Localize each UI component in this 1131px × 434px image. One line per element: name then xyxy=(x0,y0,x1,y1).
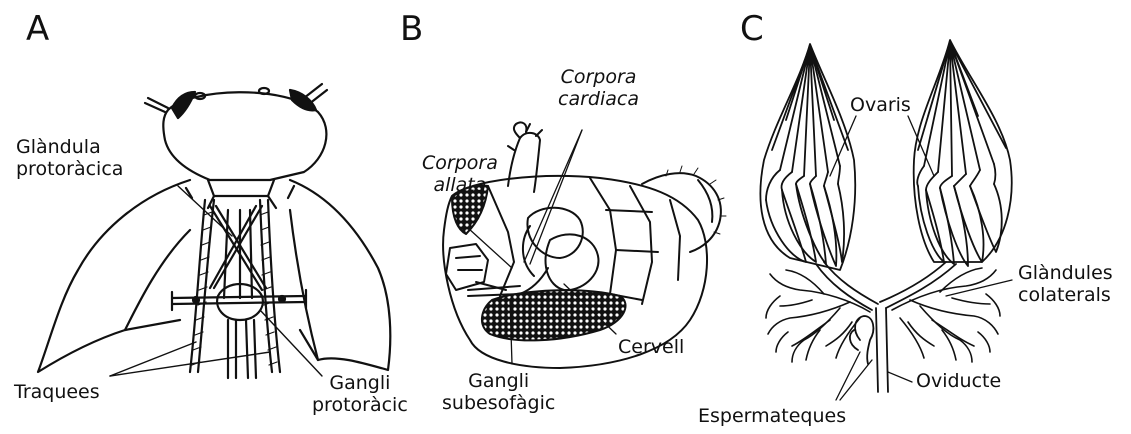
leader-cardiaca-1 xyxy=(524,130,582,262)
label-oviduct: Oviducte xyxy=(916,370,1001,392)
label-corpora-allata: Corpora allata xyxy=(422,152,498,196)
label-tracheae: Traquees xyxy=(14,381,100,403)
leader-sperm-2 xyxy=(840,360,872,400)
label-allata-line2: allata xyxy=(422,174,498,196)
common-oviduct xyxy=(876,308,888,392)
label-collateral-glands: Glàndules colaterals xyxy=(1018,262,1113,306)
label-gland-line1: Glàndula xyxy=(16,136,123,158)
trachea-left-outer xyxy=(190,200,205,372)
label-spermathecae: Espermateques xyxy=(698,405,846,427)
label-brain: Cervell xyxy=(618,336,684,358)
panel-c-drawing xyxy=(720,0,1131,434)
left-ovary xyxy=(760,44,855,270)
pronotum-right xyxy=(290,180,390,370)
label-allata-line1: Corpora xyxy=(422,152,498,174)
label-subesophageal-ganglion: Gangli subesofàgic xyxy=(442,370,555,414)
gland-cross-b xyxy=(214,206,262,288)
left-antenna xyxy=(145,98,168,112)
label-sub-line1: Gangli xyxy=(442,370,555,392)
left-eye xyxy=(172,92,195,118)
label-glands-line2: colaterals xyxy=(1018,284,1113,306)
panel-c: C xyxy=(720,0,1131,434)
leader-sperm-1 xyxy=(836,352,860,400)
panel-a: A xyxy=(0,0,400,434)
brain-lobe-2 xyxy=(546,234,599,290)
ocellus-right xyxy=(259,88,269,94)
subesophageal-region xyxy=(482,290,626,340)
label-gland-line2: protoràcica xyxy=(16,158,123,180)
antenna-stump xyxy=(508,133,540,192)
label-ovaries: Ovaris xyxy=(850,94,911,116)
leader-allata xyxy=(468,228,512,268)
neck xyxy=(208,180,274,196)
label-gland: Glàndula protoràcica xyxy=(16,136,123,180)
collateral-gland-right xyxy=(892,268,1000,362)
label-cardiaca-line1: Corpora xyxy=(558,66,639,88)
leader-cardiaca-2 xyxy=(530,130,582,264)
label-cardiaca-line2: cardiaca xyxy=(558,88,639,110)
label-corpora-cardiaca: Corpora cardiaca xyxy=(558,66,639,110)
pronotum-left xyxy=(38,180,190,372)
label-glands-line1: Glàndules xyxy=(1018,262,1113,284)
lateral-oviduct-left xyxy=(816,264,872,310)
panel-b: B xyxy=(380,0,740,434)
right-ovary xyxy=(914,40,1012,266)
palp-right xyxy=(642,173,721,252)
label-sub-line2: subesofàgic xyxy=(442,392,555,414)
leader-gland xyxy=(178,186,232,236)
panel-a-drawing xyxy=(0,0,400,434)
leader-oviduct xyxy=(888,372,912,382)
leader-trachea-1 xyxy=(110,342,196,376)
